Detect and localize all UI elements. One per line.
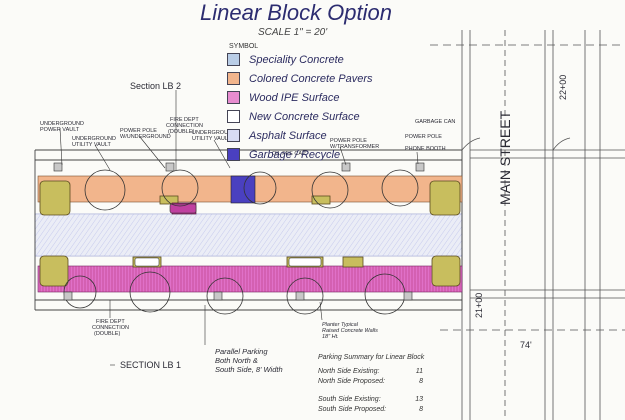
svg-text:Parallel Parking Both: Parallel Parking Both North & South Side… — [215, 347, 283, 374]
north-existing-row: North Side Existing: 11 — [318, 367, 423, 377]
fdc-top-l3: (DOUBLE) — [168, 129, 194, 135]
svg-text:Planter Typical Raised: Planter Typical Raised Concrete Walls 18… — [322, 322, 379, 340]
planter-note-l2: Raised Concrete Walls — [322, 328, 378, 334]
garbage-recycle-block — [230, 175, 256, 204]
parallel-parking-l3: South Side, 8' Width — [215, 365, 283, 374]
legend-item-new-concrete: New Concrete Surface — [227, 107, 392, 126]
legend-label: New Concrete Surface — [249, 110, 360, 123]
street-station-top: 22+00 — [558, 75, 568, 100]
swatch-wood-ipe — [227, 91, 240, 104]
swatch-speciality-concrete — [227, 53, 240, 66]
svg-text:POWER POLE W/TRANSFORM: POWER POLE W/TRANSFORMER — [330, 138, 379, 150]
power-pole-tr-l2: W/TRANSFORMER — [330, 144, 379, 150]
dimension-74: 74' — [520, 340, 532, 350]
fdc-top-l2: CONNECTION — [166, 123, 203, 129]
fdc-bottom-l3: (DOUBLE) — [94, 331, 120, 337]
swatch-garbage-recycle — [227, 148, 240, 161]
power-pole-ug-l2: W/UNDERGROUND — [120, 134, 171, 140]
power-pole-phone-l2: PHONE BOOTH — [405, 146, 446, 152]
planter-note-l1: Planter Typical — [322, 322, 359, 328]
south-proposed-row: South Side Proposed: 8 — [318, 405, 423, 415]
legend-label: Colored Concrete Pavers — [249, 72, 373, 85]
swatch-colored-pavers — [227, 72, 240, 85]
legend-item-garbage-recycle: Garbage / Recycle — [227, 145, 392, 164]
legend-label: Wood IPE Surface — [249, 91, 340, 104]
parked-cars — [134, 203, 322, 267]
legend-heading: SYMBOL — [229, 43, 259, 50]
swatch-asphalt — [227, 129, 240, 142]
main-street-label: MAIN STREET — [497, 110, 513, 205]
swatch-new-concrete — [227, 110, 240, 123]
fdc-bottom-l2: CONNECTION — [92, 325, 129, 331]
fdc-top-l1: FIRE DEPT — [170, 117, 199, 123]
north-planters — [39, 180, 461, 216]
svg-text:UNDERGROUND UTILITY VA: UNDERGROUND UTILITY VAULT — [192, 130, 238, 142]
utility-vault-left-l1: UNDERGROUND — [72, 136, 116, 142]
power-pole-ug-l1: POWER POLE — [120, 128, 157, 134]
north-proposed-row: North Side Proposed: 8 — [318, 377, 423, 387]
south-proposed-value: 8 — [419, 406, 423, 413]
north-proposed-value: 8 — [419, 378, 423, 385]
north-existing-value: 11 — [415, 368, 423, 375]
utility-vault-mid-l2: UTILITY VAULT — [192, 136, 231, 142]
underground-power-vault-l2: POWER VAULT — [40, 127, 80, 133]
legend-label: Asphalt Surface — [249, 129, 327, 142]
scale-note: SCALE 1" = 20' — [258, 27, 328, 38]
annotations: Section LB 2 UNDERGROUND POWER VAULT UND… — [40, 75, 568, 374]
legend-label: Speciality Concrete — [249, 53, 344, 66]
section-lb2-label: Section LB 2 — [130, 81, 181, 91]
legend: SYMBOL Speciality Concrete Colored Concr… — [227, 43, 392, 164]
svg-text:FIRE DEPT CONNECTION: FIRE DEPT CONNECTION (DOUBLE) — [92, 319, 131, 337]
fdc-bottom-l1: FIRE DEPT — [96, 319, 125, 325]
legend-item-asphalt: Asphalt Surface — [227, 126, 392, 145]
section-lb1-label: SECTION LB 1 — [120, 360, 181, 370]
svg-text:POWER POLE W/UNDERGROU: POWER POLE W/UNDERGROUND — [120, 128, 171, 140]
fixtures — [53, 162, 425, 301]
drawing-title: Linear Block Option — [200, 0, 392, 25]
underground-power-vault-l1: UNDERGROUND — [40, 121, 84, 127]
south-existing-label: South Side Existing: — [318, 396, 381, 403]
svg-text:FIRE DEPT CONNECTION: FIRE DEPT CONNECTION (DOUBLE) — [166, 117, 205, 135]
leader-lines — [59, 90, 419, 366]
south-proposed-label: South Side Proposed: — [318, 406, 387, 413]
parking-summary-heading: Parking Summary for Linear Block — [318, 354, 425, 361]
north-existing-label: North Side Existing: — [318, 368, 380, 375]
trees — [63, 169, 419, 315]
legend-label: Garbage / Recycle — [249, 148, 341, 161]
svg-text:UNDERGROUND UTILITY VA: UNDERGROUND UTILITY VAULT — [72, 136, 118, 148]
power-pole-tr-l1: POWER POLE — [330, 138, 367, 144]
parallel-parking-l2: Both North & — [215, 356, 258, 365]
utility-vault-left-l2: UTILITY VAULT — [72, 142, 111, 148]
planter-note-l3: 18" Ht. — [322, 334, 339, 340]
south-existing-row: South Side Existing: 13 — [318, 395, 423, 405]
svg-text:UNDERGROUND POWER VAUL: UNDERGROUND POWER VAULT — [40, 121, 86, 133]
power-pole-phone-l1: POWER POLE — [405, 134, 442, 140]
legend-item-speciality-concrete: Speciality Concrete — [227, 50, 392, 69]
oil-fee-cap-label: OIL FEE CAP — [272, 151, 306, 157]
svg-text:POWER POLE PHONE BOOTH: POWER POLE PHONE BOOTH — [405, 134, 446, 152]
parking-summary: Parking Summary for Linear Block North S… — [318, 353, 458, 415]
utility-vault-mid-l1: UNDERGROUND — [192, 130, 236, 136]
north-proposed-label: North Side Proposed: — [318, 378, 385, 385]
main-street-area — [430, 30, 625, 420]
block-outline — [34, 149, 463, 311]
parallel-parking-l1: Parallel Parking — [215, 347, 268, 356]
street-station-bottom: 21+00 — [474, 293, 484, 318]
legend-item-colored-pavers: Colored Concrete Pavers — [227, 69, 392, 88]
asphalt-road — [34, 213, 463, 257]
garbage-can-label: GARBAGE CAN — [415, 119, 455, 125]
legend-item-wood-ipe: Wood IPE Surface — [227, 88, 392, 107]
south-existing-value: 13 — [415, 396, 423, 403]
